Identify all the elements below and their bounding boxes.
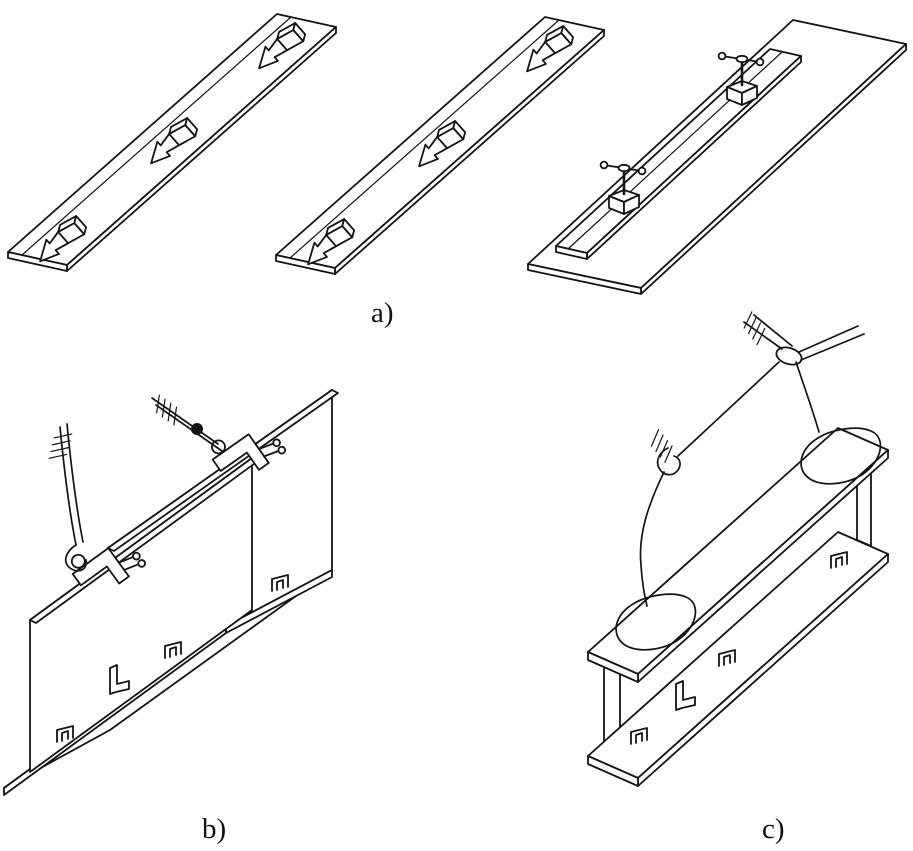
pulley-ball <box>191 423 203 435</box>
label-b: b) <box>202 813 226 845</box>
figure-a-strip-group <box>8 14 907 295</box>
figure-c-beam-with-slings <box>587 311 889 787</box>
strip-1 <box>8 14 336 271</box>
right-sling-loop <box>800 427 882 485</box>
label-a: a) <box>371 297 394 329</box>
sling-ring <box>775 346 803 366</box>
strip-2 <box>276 17 604 274</box>
label-c: c) <box>762 813 785 845</box>
left-sling-loop <box>615 593 697 651</box>
figure-b-beam-with-clamps <box>3 389 339 796</box>
sling-hook <box>656 447 681 476</box>
plate-with-screw-clamps <box>527 19 907 295</box>
